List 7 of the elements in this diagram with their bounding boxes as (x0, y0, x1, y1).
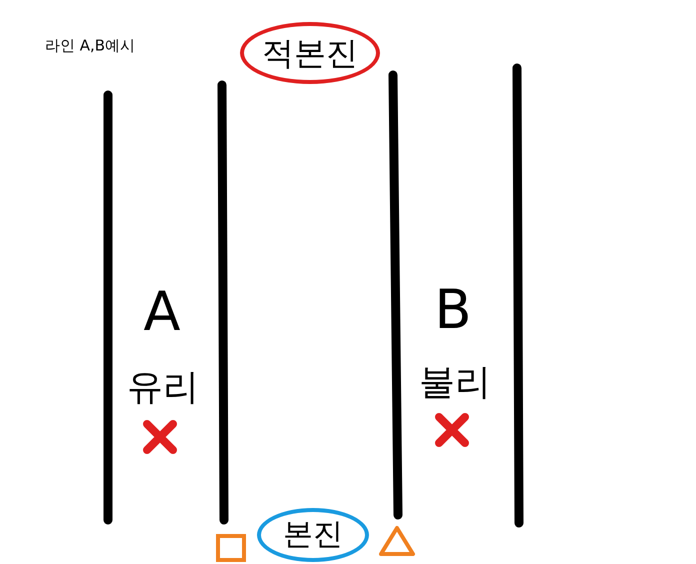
status-label: 불리 (419, 365, 491, 401)
lane-name: B (434, 283, 472, 337)
title: 라인 A,B예시 (44, 38, 136, 54)
status-label: 유리 (127, 370, 199, 406)
node-label: 적본진 (262, 37, 358, 69)
lane-name: A (144, 285, 180, 339)
node-label: 본진 (283, 520, 343, 550)
